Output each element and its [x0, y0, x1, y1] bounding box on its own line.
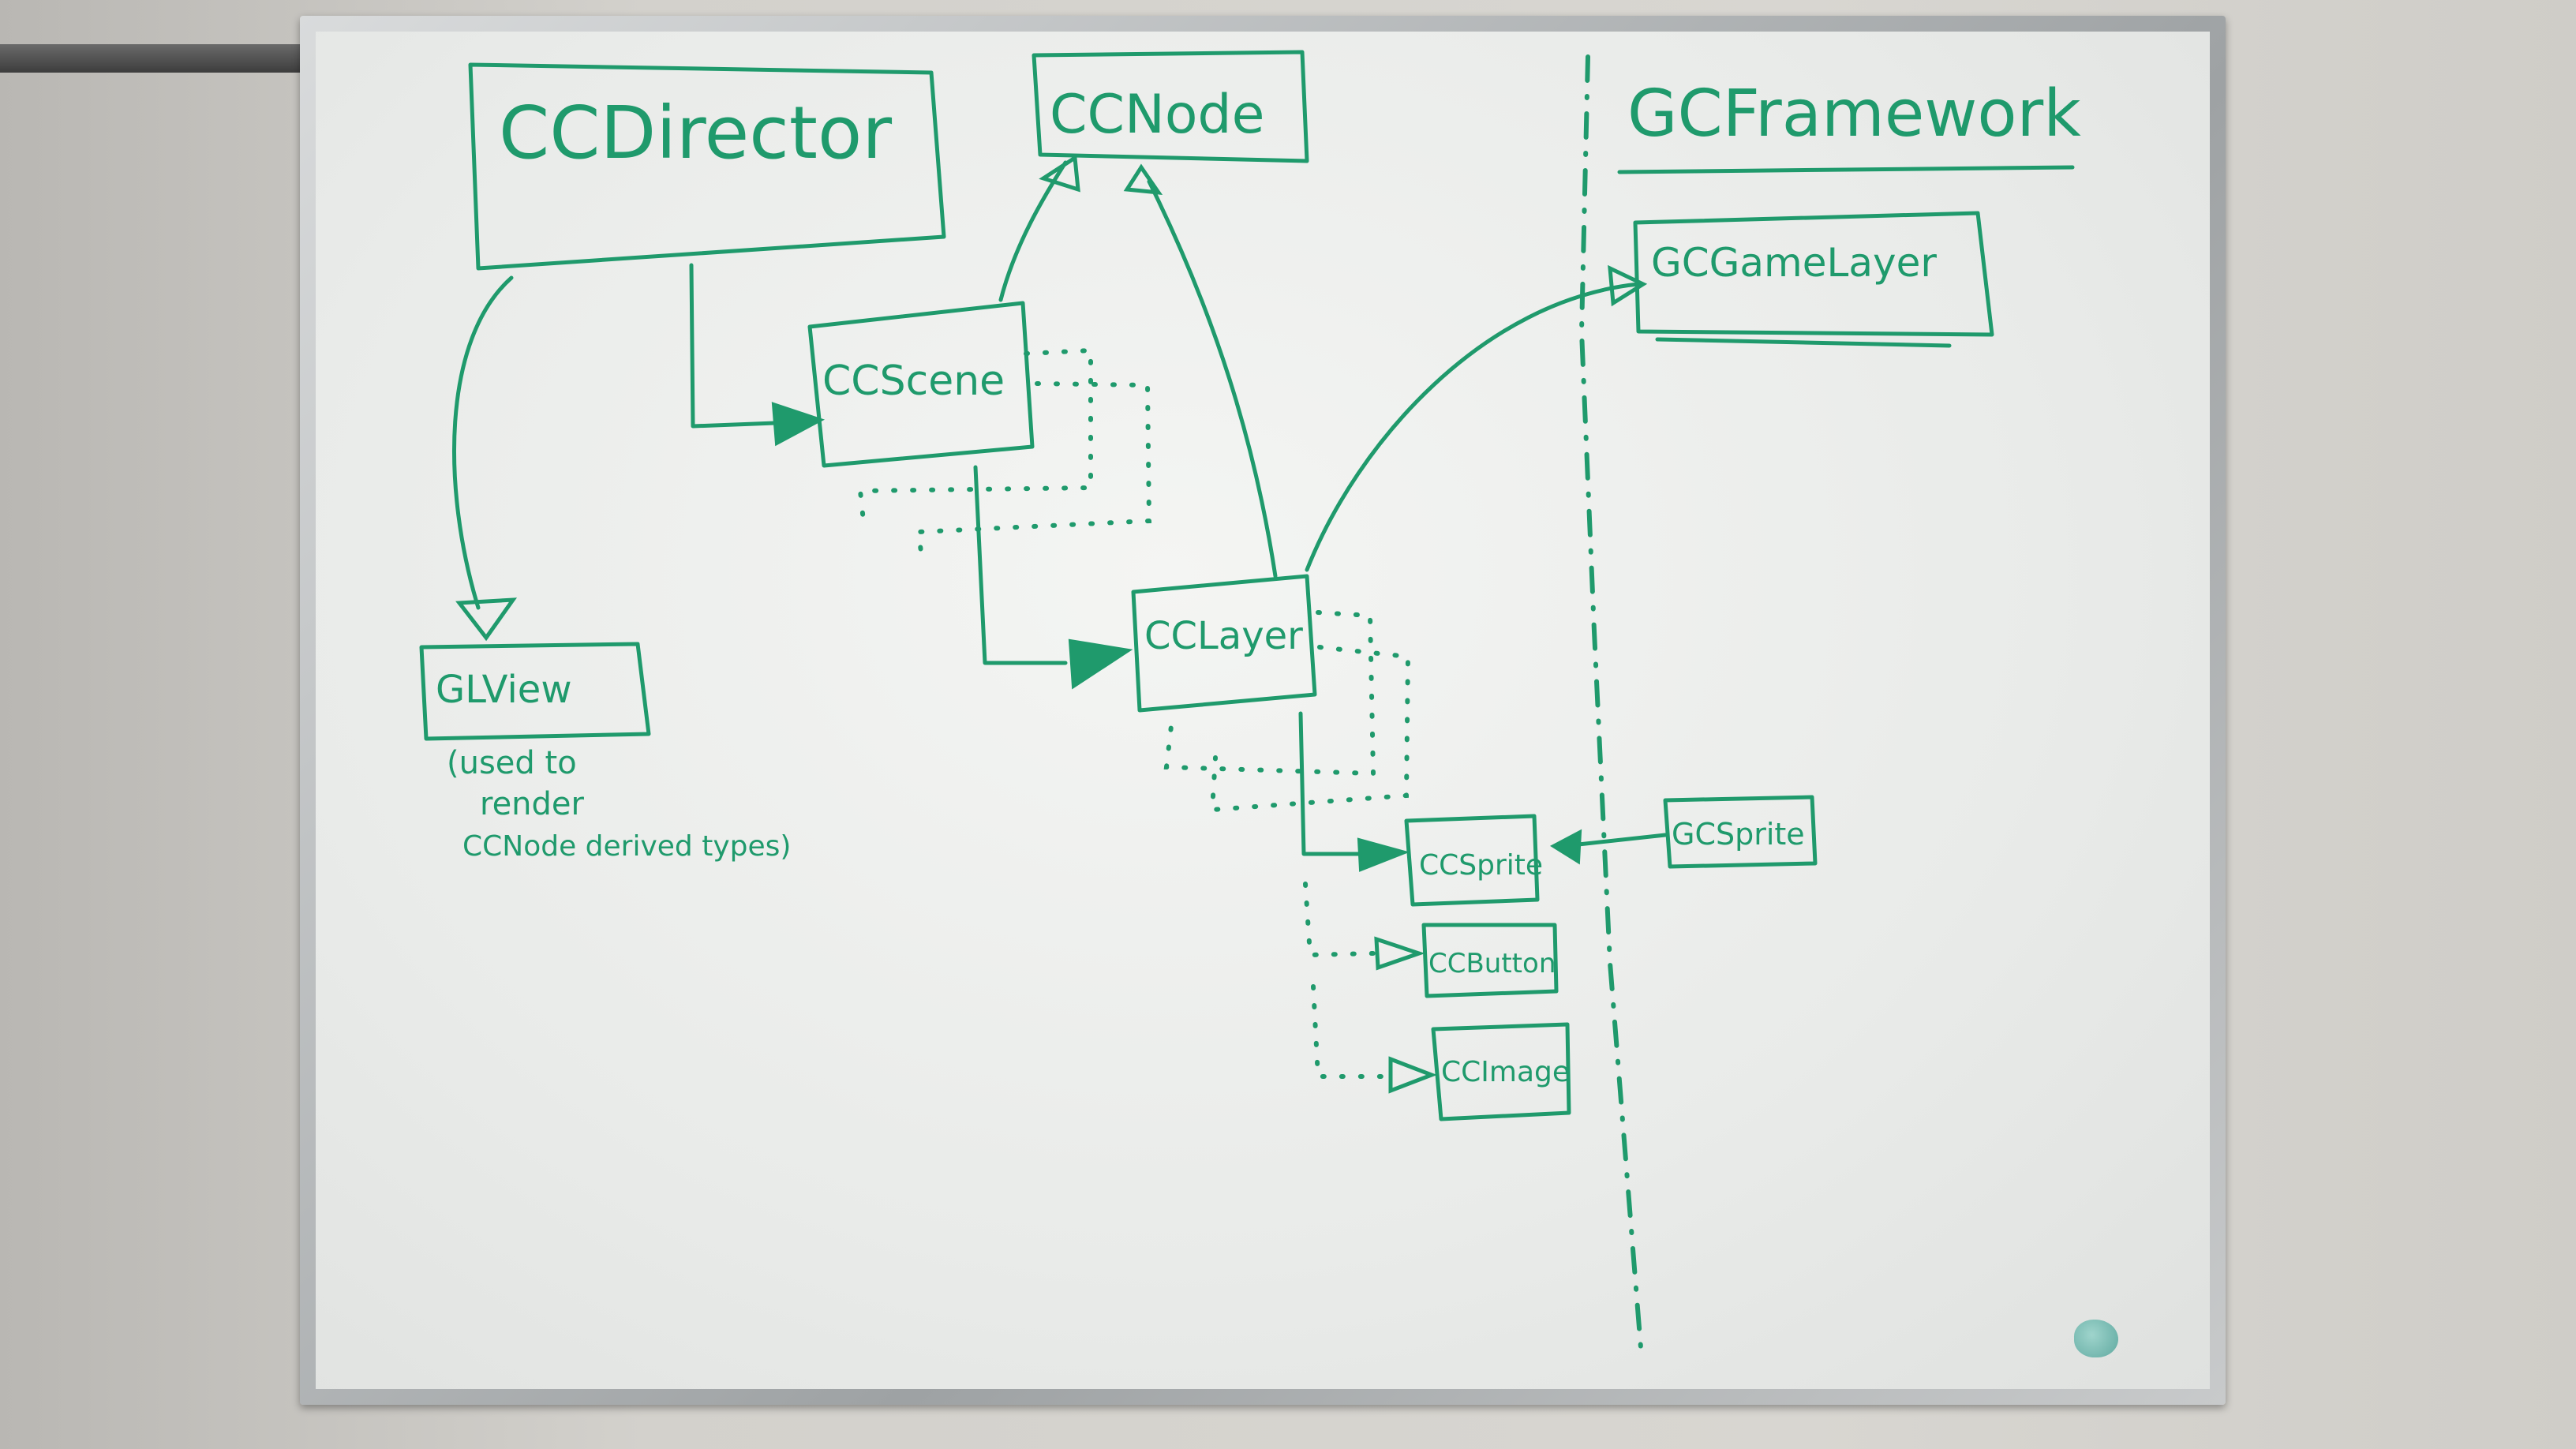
ccsprite-label: CCSprite	[1419, 849, 1543, 882]
gcsprite-label: GCSprite	[1672, 817, 1805, 852]
cclayer-label: CCLayer	[1144, 614, 1303, 658]
ccdirector-label: CCDirector	[499, 91, 892, 175]
glview-label: GLView	[436, 668, 572, 712]
connectors	[452, 154, 1668, 1094]
ccimage-label: CCImage	[1441, 1056, 1570, 1088]
ccdirector-node: CCDirector	[468, 62, 946, 271]
ccscene-label: CCScene	[822, 358, 1005, 405]
glview-note-line1: (used to	[447, 745, 577, 781]
gcsprite-node: GCSprite	[1663, 795, 1818, 869]
ccnode-label: CCNode	[1050, 84, 1264, 146]
ccbutton-label: CCButton	[1428, 948, 1556, 979]
cclayer-node: CCLayer	[1131, 574, 1317, 713]
ccsprite-node: CCSprite	[1404, 814, 1543, 907]
glview-note-line3: CCNode derived types)	[462, 830, 791, 863]
glview-node: GLView (used to render CCNode derived ty…	[419, 642, 791, 863]
gcframework-boundary: GCFramework	[1578, 54, 2081, 1360]
ccimage-node: CCImage	[1431, 1022, 1571, 1121]
gcgamelayer-node: GCGameLayer	[1633, 211, 1994, 348]
whiteboard-eraser	[2074, 1320, 2118, 1357]
gcgamelayer-label: GCGameLayer	[1651, 240, 1937, 286]
ccnode-node: CCNode	[1032, 50, 1309, 163]
gcframework-label: GCFramework	[1627, 77, 2081, 152]
glview-note-line2: render	[480, 786, 585, 822]
wall-shelf	[0, 44, 308, 73]
ccscene-node: CCScene	[807, 301, 1035, 468]
ccbutton-node: CCButton	[1421, 923, 1559, 998]
